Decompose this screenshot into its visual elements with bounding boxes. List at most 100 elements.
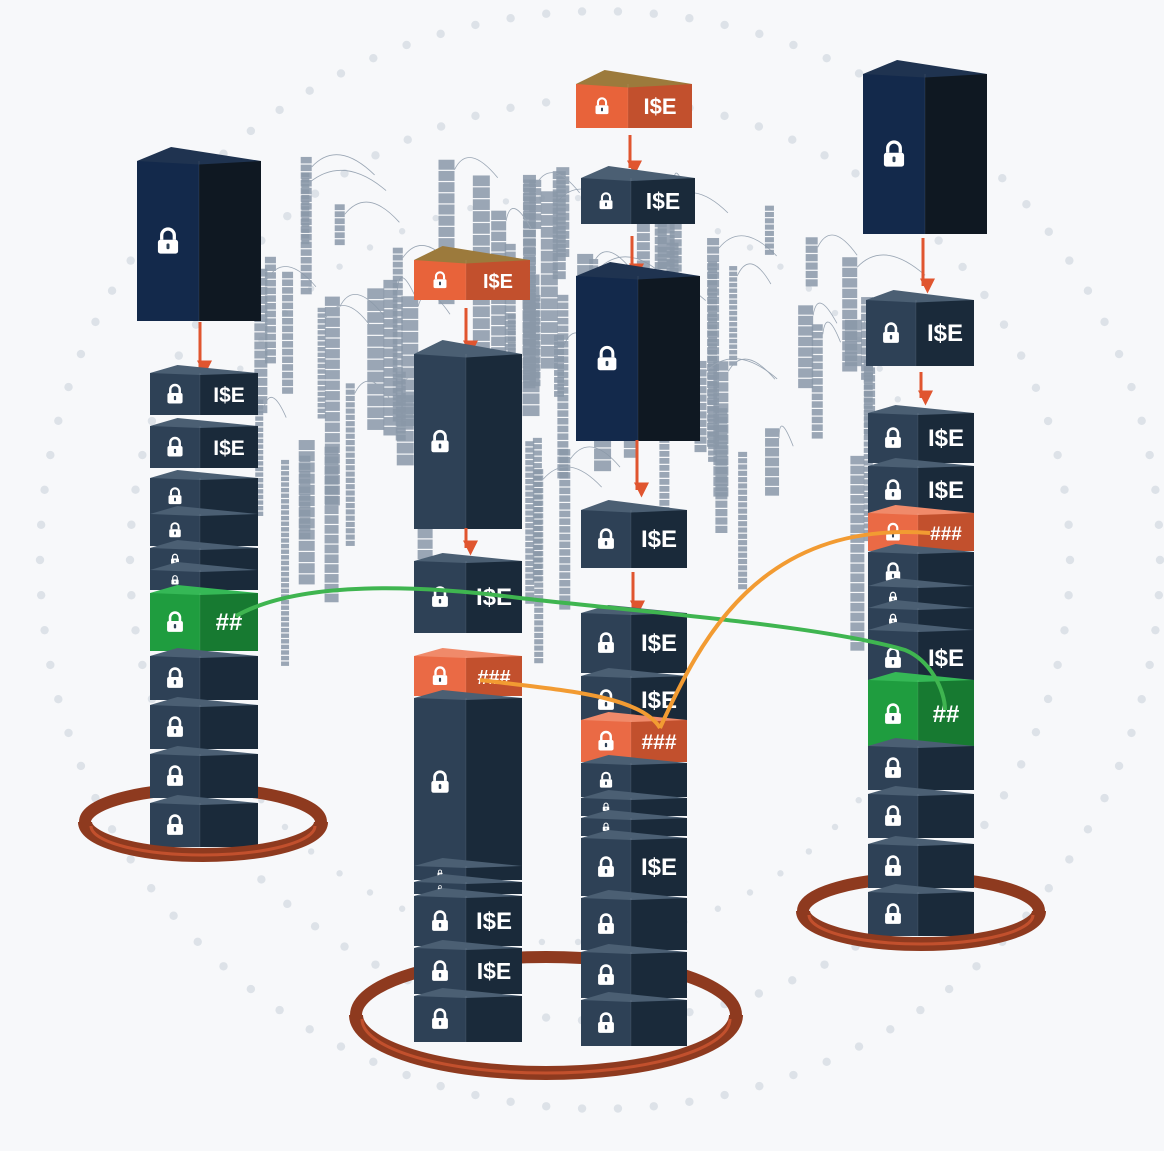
distant-block bbox=[282, 348, 294, 356]
distant-block bbox=[281, 471, 290, 476]
distant-block bbox=[729, 277, 738, 282]
distant-link bbox=[822, 321, 841, 343]
distant-block bbox=[324, 338, 340, 348]
background-dot bbox=[46, 450, 55, 460]
distant-block bbox=[383, 279, 398, 289]
distant-block bbox=[534, 614, 544, 620]
block-side-face bbox=[200, 548, 258, 570]
background-dot bbox=[998, 174, 1007, 183]
background-dot bbox=[275, 1005, 284, 1015]
distant-block bbox=[738, 577, 748, 583]
tower-center-left: I$EI$E###I$EI$E bbox=[414, 246, 530, 1042]
distant-block bbox=[864, 398, 876, 405]
background-dot bbox=[577, 1104, 587, 1113]
distant-block bbox=[383, 426, 398, 436]
background-dot bbox=[107, 286, 117, 295]
block-side-face bbox=[200, 803, 258, 847]
block bbox=[414, 340, 522, 529]
background-dot bbox=[999, 791, 1009, 800]
ring-front-halves bbox=[78, 821, 1046, 1080]
block-side-face bbox=[200, 570, 258, 590]
ring-back bbox=[350, 951, 742, 1016]
distant-block bbox=[552, 171, 566, 180]
distant-block bbox=[345, 446, 355, 452]
background-dot bbox=[257, 875, 266, 884]
distant-block bbox=[532, 456, 542, 462]
distant-block bbox=[715, 517, 728, 525]
distant-block bbox=[281, 493, 290, 498]
block-top-face bbox=[150, 562, 258, 572]
background-dot bbox=[1100, 793, 1109, 803]
distant-block bbox=[708, 337, 718, 343]
distant-block bbox=[383, 328, 398, 338]
block-label: I$E bbox=[476, 908, 512, 935]
distant-block bbox=[255, 449, 264, 455]
background-dot bbox=[64, 728, 73, 738]
distant-block bbox=[559, 541, 571, 549]
distant-block bbox=[345, 389, 355, 395]
distant-block bbox=[281, 555, 290, 560]
background-dot bbox=[174, 351, 184, 360]
background-dot bbox=[371, 151, 380, 160]
distant-block bbox=[300, 257, 312, 264]
token-block: I$E bbox=[866, 290, 974, 366]
distant-block bbox=[850, 593, 865, 602]
distant-block bbox=[715, 441, 728, 449]
block-side-face bbox=[925, 74, 987, 234]
background-dot bbox=[138, 660, 147, 670]
distant-block bbox=[540, 298, 558, 310]
block-side-face bbox=[638, 276, 700, 441]
distant-link bbox=[817, 234, 858, 256]
distant-block bbox=[367, 312, 385, 323]
background-dot bbox=[541, 98, 551, 107]
distant-block bbox=[255, 421, 264, 427]
block-label: ### bbox=[930, 524, 962, 545]
distant-block bbox=[540, 334, 558, 345]
block-side-face bbox=[466, 896, 522, 946]
distant-block bbox=[713, 371, 729, 382]
distant-block bbox=[707, 254, 720, 263]
token-block: I$E bbox=[414, 553, 522, 633]
background-dot bbox=[541, 1013, 551, 1022]
block-top-face bbox=[863, 60, 987, 78]
distant-block bbox=[694, 377, 707, 385]
distant-link bbox=[454, 157, 499, 178]
background-dot bbox=[789, 1070, 798, 1080]
distant-block bbox=[522, 365, 536, 374]
distant-block bbox=[324, 446, 339, 456]
block-label: I$E bbox=[641, 526, 677, 553]
block-side-face bbox=[200, 754, 258, 798]
distant-block bbox=[534, 632, 544, 639]
distant-block bbox=[523, 179, 536, 187]
distant-block bbox=[491, 242, 507, 252]
background-dot bbox=[831, 309, 839, 317]
block-top-face bbox=[868, 458, 974, 468]
distant-block bbox=[438, 182, 455, 193]
distant-block bbox=[694, 360, 707, 369]
background-dot bbox=[191, 320, 201, 329]
distant-block bbox=[317, 324, 326, 329]
distant-block bbox=[708, 412, 718, 418]
distant-block bbox=[636, 223, 650, 232]
background-dot bbox=[237, 365, 244, 372]
distant-block bbox=[300, 264, 312, 272]
distant-block bbox=[282, 333, 294, 340]
distant-block bbox=[334, 225, 345, 232]
background-dot bbox=[1031, 383, 1041, 393]
block-label: I$E bbox=[928, 645, 964, 672]
distant-block bbox=[522, 183, 536, 192]
distant-block bbox=[534, 475, 544, 481]
distant-block bbox=[708, 425, 718, 431]
block-label: I$E bbox=[483, 271, 513, 293]
distant-block bbox=[811, 432, 823, 439]
block-top-face bbox=[581, 790, 687, 800]
distant-block bbox=[324, 485, 339, 495]
distant-block bbox=[552, 189, 566, 198]
background-dot bbox=[542, 1102, 551, 1111]
background-dot bbox=[805, 848, 813, 855]
distant-block bbox=[317, 358, 326, 363]
distant-block bbox=[708, 274, 718, 280]
distant-block bbox=[669, 230, 682, 239]
distant-block bbox=[534, 513, 544, 519]
block-top-face bbox=[150, 418, 258, 428]
